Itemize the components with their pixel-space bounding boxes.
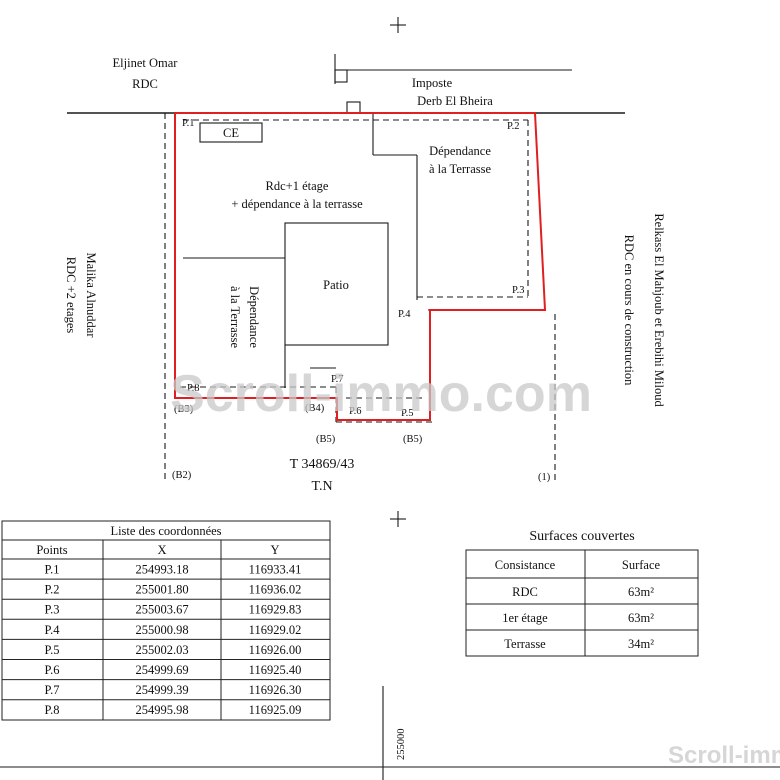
coordinates-cell-y: 116929.02 bbox=[249, 623, 302, 637]
coordinates-cell-y: 116925.40 bbox=[249, 663, 302, 677]
patio-label: Patio bbox=[323, 278, 349, 292]
watermark-corner: Scroll-imm bbox=[668, 742, 780, 769]
title-reference: T 34869/43 bbox=[290, 457, 355, 472]
coordinates-cell-x: 254999.69 bbox=[135, 663, 188, 677]
coordinates-cell-x: 254993.18 bbox=[135, 563, 188, 577]
north-label: T.N bbox=[311, 479, 332, 494]
surfaces-table: Consistance Surface RDC 63m² 1er étage 63m²… bbox=[465, 549, 699, 657]
neighbor-left-label: Malika Alnuddar RDC +2 etages bbox=[64, 252, 98, 338]
coordinates-cell-y: 116929.83 bbox=[249, 603, 302, 617]
coordinates-header-x: X bbox=[157, 543, 166, 557]
watermark-center: Scroll-immo.com bbox=[170, 365, 592, 423]
main-building-line1: Rdc+1 étage bbox=[266, 179, 329, 193]
surfaces-cell-surface: 63m² bbox=[628, 611, 654, 625]
coordinates-cell-point: P.3 bbox=[45, 603, 60, 617]
neighbor-right-name: Relkass El Mahjoub et Erebihi Miloud bbox=[652, 213, 666, 407]
coordinates-cell-y: 116936.02 bbox=[249, 583, 302, 597]
coordinates-cell-point: P.7 bbox=[45, 683, 60, 697]
coordinates-cell-y: 116926.30 bbox=[249, 683, 302, 697]
coordinates-cell-point: P.6 bbox=[45, 663, 60, 677]
crosshair-top bbox=[390, 17, 406, 33]
surfaces-cell-surface: 34m² bbox=[628, 637, 654, 651]
street-name: Derb El Bheira bbox=[417, 94, 493, 108]
interior-walls bbox=[183, 113, 418, 388]
imposte-label: Imposte bbox=[412, 76, 453, 90]
point-label-b5-right: (B5) bbox=[403, 434, 423, 445]
crosshair-bottom bbox=[390, 511, 406, 527]
grid-label: 255000 bbox=[396, 729, 407, 761]
patio-area bbox=[284, 222, 389, 346]
point-label-p1: P.1 bbox=[182, 118, 195, 129]
dependance-left-line2: à la Terrasse bbox=[228, 286, 242, 349]
neighbor-top-left-level: RDC bbox=[132, 77, 158, 91]
coordinates-cell-y: 116926.00 bbox=[249, 643, 302, 657]
coordinates-cell-point: P.1 bbox=[45, 563, 60, 577]
point-label-p8: P.8 bbox=[187, 383, 200, 394]
coordinates-header-points: Points bbox=[36, 543, 67, 557]
dependance-top-line1: Dépendance bbox=[429, 144, 491, 158]
neighbor-left-level: RDC +2 etages bbox=[64, 257, 78, 334]
dashed-offset-lines bbox=[164, 113, 556, 480]
coordinates-cell-y: 116925.09 bbox=[249, 703, 302, 717]
ce-box bbox=[199, 122, 263, 143]
parcel-boundary bbox=[174, 112, 547, 421]
neighbor-right-label: Relkass El Mahjoub et Erebihi Miloud RDC… bbox=[622, 213, 666, 407]
coordinates-cell-y: 116933.41 bbox=[249, 563, 302, 577]
surfaces-header-consistance: Consistance bbox=[495, 558, 556, 572]
dependance-left-label: Dépendance à la Terrasse bbox=[228, 286, 261, 349]
coordinates-cell-x: 255000.98 bbox=[135, 623, 188, 637]
dependance-top-line2: à la Terrasse bbox=[429, 162, 492, 176]
coordinates-cell-x: 255003.67 bbox=[135, 603, 188, 617]
coordinates-cell-x: 254995.98 bbox=[135, 703, 188, 717]
coordinates-header-y: Y bbox=[270, 543, 279, 557]
coordinates-cell-point: P.8 bbox=[45, 703, 60, 717]
point-label-p6: P.6 bbox=[349, 406, 362, 417]
surfaces-header-surface: Surface bbox=[622, 558, 661, 572]
point-label-b2: (B2) bbox=[172, 470, 192, 481]
point-label-p3: P.3 bbox=[512, 285, 525, 296]
surfaces-cell-consistance: RDC bbox=[512, 585, 538, 599]
point-label-p2: P.2 bbox=[507, 121, 520, 132]
neighbor-top-right-walls bbox=[334, 54, 572, 84]
surfaces-table-title: Surfaces couvertes bbox=[529, 529, 634, 544]
dependance-left-line1: Dépendance bbox=[247, 286, 261, 348]
point-label-one: (1) bbox=[538, 472, 551, 483]
coordinates-cell-point: P.4 bbox=[45, 623, 61, 637]
ce-label: CE bbox=[223, 126, 239, 140]
coordinates-cell-x: 254999.39 bbox=[135, 683, 188, 697]
coordinates-table-title: Liste des coordonnées bbox=[110, 524, 221, 538]
coordinates-cell-x: 255002.03 bbox=[135, 643, 188, 657]
surfaces-cell-surface: 63m² bbox=[628, 585, 654, 599]
surfaces-cell-consistance: 1er étage bbox=[502, 611, 548, 625]
point-label-p7: P.7 bbox=[331, 374, 344, 385]
point-label-b3: (B3) bbox=[174, 404, 194, 415]
imposte-mark bbox=[346, 101, 361, 114]
point-label-p4: P.4 bbox=[398, 309, 411, 320]
coordinates-table: Liste des coordonnées Points X Y P.1 2549… bbox=[1, 520, 331, 721]
coordinates-cell-x: 255001.80 bbox=[135, 583, 188, 597]
point-label-b5-left: (B5) bbox=[316, 434, 336, 445]
neighbor-left-name: Malika Alnuddar bbox=[84, 252, 98, 338]
coordinates-cell-point: P.5 bbox=[45, 643, 60, 657]
main-building-line2: + dépendance à la terrasse bbox=[231, 197, 363, 211]
point-label-p5: P.5 bbox=[401, 408, 414, 419]
surfaces-cell-consistance: Terrasse bbox=[504, 637, 546, 651]
neighbor-right-level: RDC en cours de construction bbox=[622, 235, 636, 386]
neighbor-top-left-name: Eljinet Omar bbox=[113, 56, 179, 70]
point-label-b4: (B4) bbox=[305, 403, 325, 414]
coordinates-cell-point: P.2 bbox=[45, 583, 60, 597]
